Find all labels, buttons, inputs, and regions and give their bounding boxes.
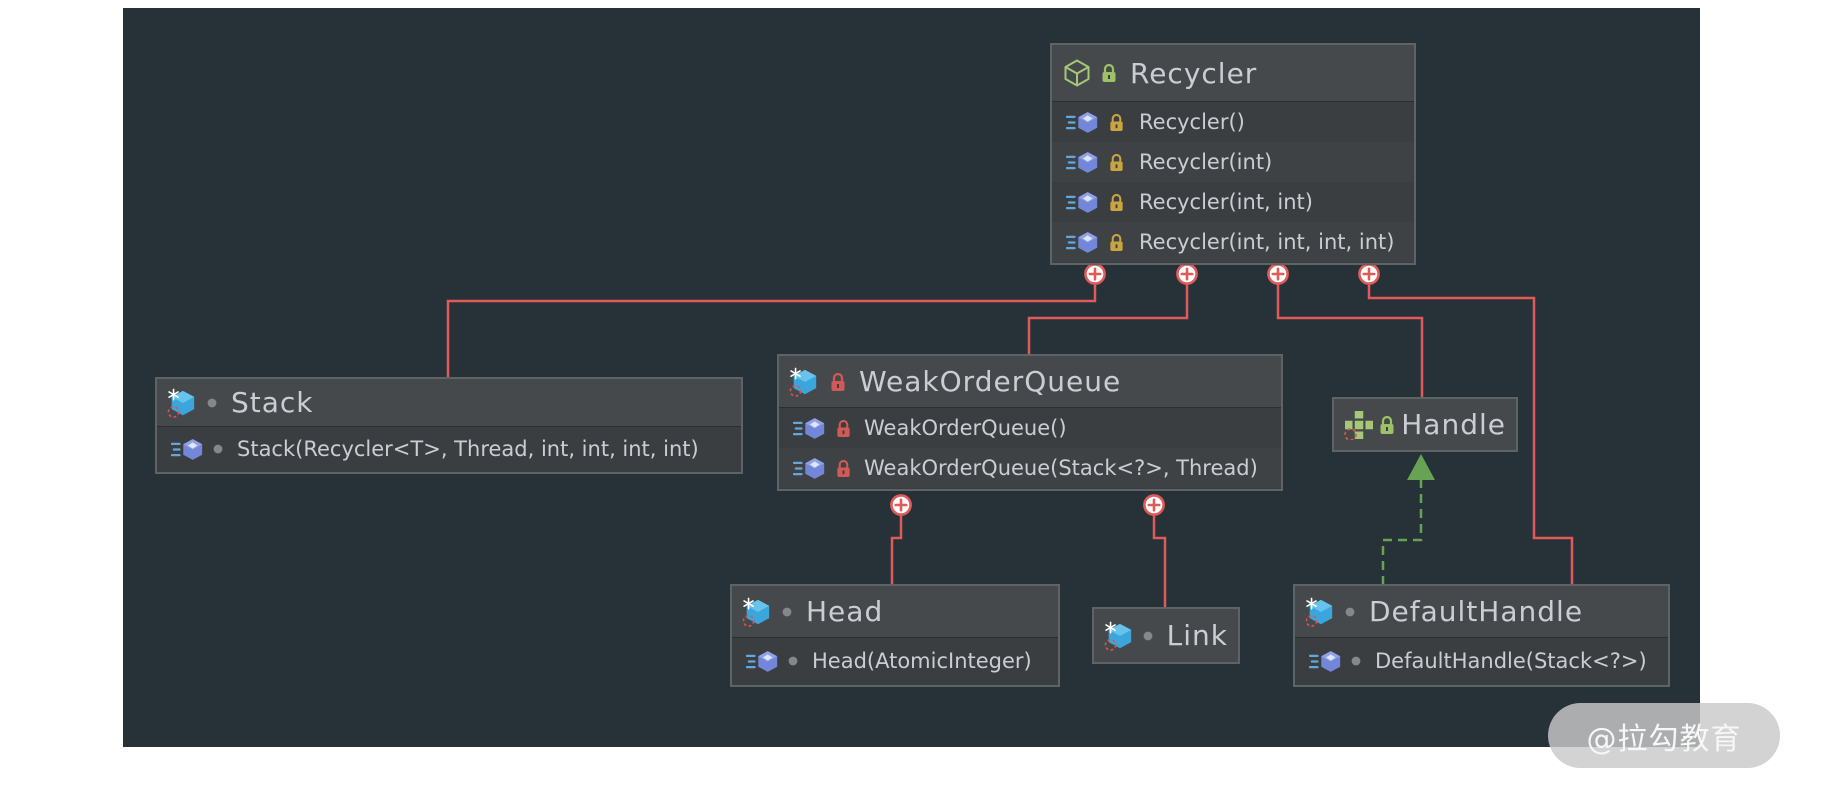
method-icon	[1066, 190, 1100, 215]
lock-red-icon	[835, 418, 852, 439]
member-label: Recycler()	[1139, 110, 1245, 134]
lock-yellow-icon	[1108, 232, 1125, 253]
class-static-final-cyan-icon	[1104, 621, 1134, 651]
method-icon	[1066, 230, 1100, 255]
class-title: Link	[1166, 619, 1228, 652]
method-icon	[793, 456, 827, 481]
package-private-dot-icon	[1351, 656, 1361, 666]
lock-green-icon	[1100, 62, 1118, 84]
class-header-weakorderqueue[interactable]: WeakOrderQueue	[779, 356, 1281, 408]
member-label: Recycler(int, int)	[1139, 190, 1313, 214]
interface-node-handle[interactable]: Handle	[1332, 397, 1518, 452]
member-label: WeakOrderQueue()	[864, 416, 1067, 440]
member-label: WeakOrderQueue(Stack<?>, Thread)	[864, 456, 1258, 480]
class-outline-green-icon	[1062, 58, 1092, 88]
class-header-head[interactable]: Head	[732, 586, 1058, 638]
member-label: Recycler(int, int, int, int)	[1139, 230, 1395, 254]
lock-yellow-icon	[1108, 112, 1125, 133]
class-title: Recycler	[1130, 56, 1258, 90]
member-row[interactable]: Recycler(int, int)	[1052, 182, 1414, 222]
package-private-dot-icon	[207, 398, 217, 408]
member-label: DefaultHandle(Stack<?>)	[1375, 649, 1647, 673]
lock-yellow-icon	[1108, 152, 1125, 173]
class-node-head[interactable]: Head Head(AtomicInteger)	[730, 584, 1060, 687]
package-private-dot-icon	[1143, 631, 1153, 641]
class-header-handle[interactable]: Handle	[1334, 399, 1516, 450]
class-static-final-cyan-icon	[789, 367, 819, 397]
member-row[interactable]: Head(AtomicInteger)	[732, 638, 1058, 684]
package-private-dot-icon	[1345, 607, 1355, 617]
member-row[interactable]: Recycler(int, int, int, int)	[1052, 222, 1414, 262]
lock-red-icon	[829, 371, 847, 393]
member-row[interactable]: Stack(Recycler<T>, Thread, int, int, int…	[157, 427, 741, 471]
expand-plus-icon[interactable]	[1267, 263, 1289, 285]
lock-red-icon	[835, 458, 852, 479]
class-static-final-cyan-icon	[1305, 597, 1335, 627]
class-static-final-cyan-icon	[742, 597, 772, 627]
member-row[interactable]: Recycler(int)	[1052, 142, 1414, 182]
watermark-badge: @拉勾教育	[1548, 703, 1780, 768]
interface-green-icon	[1344, 410, 1374, 440]
method-icon	[746, 649, 780, 674]
member-row[interactable]: WeakOrderQueue(Stack<?>, Thread)	[779, 448, 1281, 488]
package-private-dot-icon	[213, 444, 223, 454]
expand-plus-icon[interactable]	[1084, 263, 1106, 285]
class-title: WeakOrderQueue	[859, 365, 1122, 398]
method-icon	[171, 437, 205, 462]
class-node-weakorderqueue[interactable]: WeakOrderQueue WeakOrderQueue() WeakOrde…	[777, 354, 1283, 491]
class-title: Stack	[231, 386, 314, 419]
method-icon	[1309, 649, 1343, 674]
class-header-defaulthandle[interactable]: DefaultHandle	[1295, 586, 1668, 638]
member-row[interactable]: Recycler()	[1052, 102, 1414, 142]
package-private-dot-icon	[788, 656, 798, 666]
member-row[interactable]: WeakOrderQueue()	[779, 408, 1281, 448]
method-icon	[1066, 150, 1100, 175]
expand-plus-icon[interactable]	[890, 494, 912, 516]
package-private-dot-icon	[782, 607, 792, 617]
member-label: Stack(Recycler<T>, Thread, int, int, int…	[237, 437, 699, 461]
lock-green-icon	[1378, 414, 1396, 436]
member-row[interactable]: DefaultHandle(Stack<?>)	[1295, 638, 1668, 684]
class-node-defaulthandle[interactable]: DefaultHandle DefaultHandle(Stack<?>)	[1293, 584, 1670, 687]
class-node-recycler[interactable]: Recycler Recycler() Recycler(int)	[1050, 43, 1416, 265]
class-title: DefaultHandle	[1369, 595, 1584, 628]
class-header-recycler[interactable]: Recycler	[1052, 45, 1414, 102]
watermark-label: @拉勾教育	[1586, 721, 1742, 757]
class-node-stack[interactable]: Stack Stack(Recycler<T>, Thread, int, in…	[155, 377, 743, 474]
expand-plus-icon[interactable]	[1143, 494, 1165, 516]
class-title: Head	[806, 595, 884, 628]
class-node-link[interactable]: Link	[1092, 607, 1240, 664]
expand-plus-icon[interactable]	[1358, 263, 1380, 285]
class-title: Handle	[1401, 408, 1506, 441]
member-label: Head(AtomicInteger)	[812, 649, 1032, 673]
class-header-stack[interactable]: Stack	[157, 379, 741, 427]
method-icon	[793, 416, 827, 441]
method-icon	[1066, 110, 1100, 135]
class-static-final-cyan-icon	[167, 388, 197, 418]
lock-yellow-icon	[1108, 192, 1125, 213]
expand-plus-icon[interactable]	[1176, 263, 1198, 285]
class-header-link[interactable]: Link	[1094, 609, 1238, 662]
member-label: Recycler(int)	[1139, 150, 1273, 174]
